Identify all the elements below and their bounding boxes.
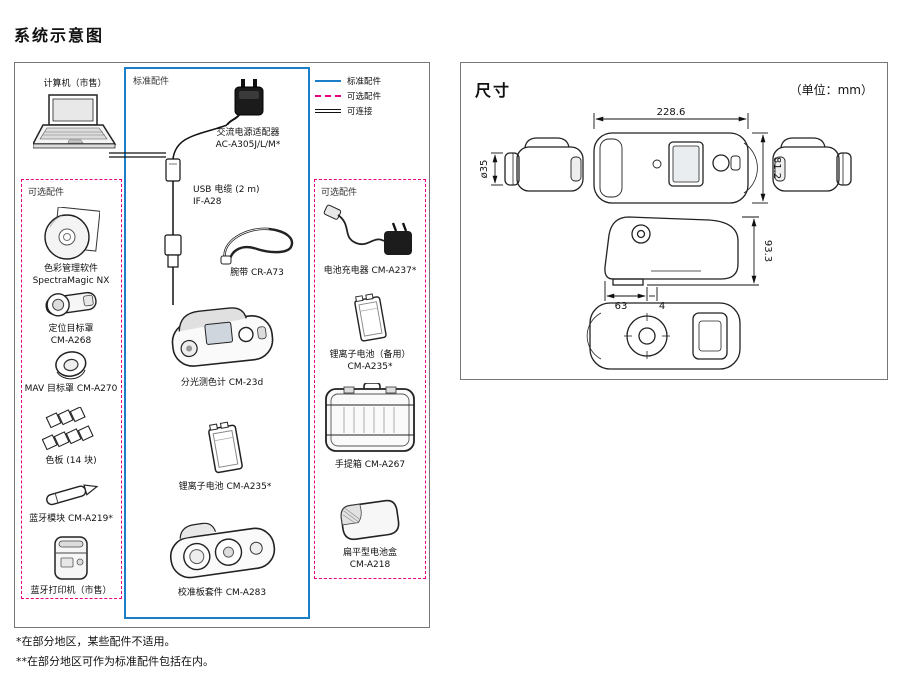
legend-standard-line-icon bbox=[315, 79, 341, 82]
dimensions-title: 尺寸 bbox=[475, 81, 512, 100]
system-diagram-panel: 标准配件 可选配件 可选配件 标准配件 可选配件 可连接 计算机（市售） bbox=[14, 62, 430, 628]
laptop-icon bbox=[33, 93, 117, 149]
item-case: 手提箱 CM-A267 bbox=[316, 383, 424, 472]
item-instrument: 分光测色计 CM-23d bbox=[160, 297, 284, 390]
spectrophotometer-icon bbox=[171, 307, 274, 367]
usb-cable-label: USB 电缆 (2 m) IF-A28 bbox=[193, 185, 260, 207]
standard-box-label: 标准配件 bbox=[133, 77, 170, 87]
dim-height-label: 81.2 bbox=[771, 157, 782, 179]
optional-accessories-box-left: 可选配件 bbox=[21, 179, 122, 599]
optional-box-left-label: 可选配件 bbox=[28, 188, 65, 198]
battery-charger-icon bbox=[323, 204, 412, 255]
dim-diameter-label: ø35 bbox=[479, 160, 490, 179]
printer-icon bbox=[54, 536, 88, 580]
standard-accessories-box: 标准配件 bbox=[124, 67, 310, 619]
top-view-drawing bbox=[593, 132, 758, 204]
legend-standard-label: 标准配件 bbox=[347, 76, 382, 87]
battery-label: 锂离子电池 CM-A235* bbox=[178, 482, 272, 492]
bluetooth-module-label: 蓝牙模块 CM-A219* bbox=[29, 514, 113, 524]
strap-label: 腕带 CR-A73 bbox=[230, 268, 284, 278]
dimension-drawings: 228.6 81.2 ø35 93.3 63 4 bbox=[479, 107, 852, 370]
left-side-view-drawing bbox=[504, 137, 584, 192]
page-title: 系统示意图 bbox=[14, 26, 105, 45]
carrying-case-icon bbox=[325, 383, 415, 452]
item-computer: 计算机（市售） bbox=[27, 79, 123, 154]
footnote-2: **在部分地区可作为标准配件包括在内。 bbox=[16, 655, 214, 668]
dim-width-label: 228.6 bbox=[657, 107, 686, 118]
legend-optional-line-icon bbox=[315, 94, 341, 97]
item-spare-battery: 锂离子电池（备用） CM-A235* bbox=[316, 291, 424, 373]
software-label: 色彩管理软件 SpectraMagic NX bbox=[32, 264, 110, 286]
optional-box-right-label: 可选配件 bbox=[321, 188, 358, 198]
printer-label: 蓝牙打印机（市售） bbox=[30, 586, 112, 596]
wrist-strap-icon bbox=[220, 227, 294, 265]
dimensions-panel: 尺寸 （单位：mm） bbox=[460, 62, 888, 380]
computer-label: 计算机（市售） bbox=[43, 79, 107, 89]
target-mask-label: 定位目标罩 CM-A268 bbox=[48, 324, 94, 346]
calibration-label: 校准板套件 CM-A283 bbox=[177, 588, 267, 598]
profile-view-drawing bbox=[604, 216, 739, 286]
charger-label: 电池充电器 CM-A237* bbox=[323, 266, 417, 276]
item-battery: 锂离子电池 CM-A235* bbox=[165, 419, 285, 494]
item-strap: 腕带 CR-A73 bbox=[207, 223, 307, 280]
legend-connectable-label: 可连接 bbox=[347, 106, 373, 117]
item-calibration: 校准板套件 CM-A283 bbox=[157, 513, 287, 600]
right-side-view-drawing bbox=[772, 137, 852, 192]
legend: 标准配件 可选配件 可连接 bbox=[315, 73, 429, 118]
dim-depth-label: 93.3 bbox=[762, 240, 773, 262]
case-label: 手提箱 CM-A267 bbox=[334, 460, 406, 470]
instrument-label: 分光测色计 CM-23d bbox=[180, 378, 264, 388]
color-plates-icon bbox=[42, 407, 94, 451]
item-flat-battery-case: 扁平型电池盒 CM-A218 bbox=[316, 495, 424, 571]
calibration-set-icon bbox=[169, 522, 276, 579]
dim-offset-label: 4 bbox=[659, 301, 665, 312]
item-target-mask: 定位目标罩 CM-A268 bbox=[21, 285, 121, 347]
dimension-lines bbox=[491, 113, 768, 301]
mav-mask-label: MAV 目标罩 CM-A270 bbox=[24, 384, 118, 394]
bottom-view-drawing bbox=[586, 302, 741, 370]
item-bluetooth-module: 蓝牙模块 CM-A219* bbox=[21, 477, 121, 526]
legend-row-connectable: 可连接 bbox=[315, 103, 429, 118]
optional-accessories-box-right: 可选配件 bbox=[314, 179, 426, 579]
color-plates-label: 色板 (14 块) bbox=[45, 456, 97, 466]
flat-battery-case-icon bbox=[340, 499, 400, 541]
item-printer: 蓝牙打印机（市售） bbox=[21, 533, 121, 598]
mav-mask-icon bbox=[55, 351, 87, 380]
footnote-1: *在部分地区，某些配件不适用。 bbox=[16, 635, 176, 648]
cd-icon bbox=[44, 207, 100, 260]
item-charger: 电池充电器 CM-A237* bbox=[316, 201, 424, 278]
bluetooth-module-icon bbox=[46, 484, 99, 506]
battery-icon bbox=[208, 421, 243, 474]
flat-battery-case-label: 扁平型电池盒 CM-A218 bbox=[342, 548, 397, 570]
item-mav-mask: MAV 目标罩 CM-A270 bbox=[21, 349, 121, 396]
ac-adapter-icon bbox=[226, 79, 264, 125]
dimension-labels: 228.6 81.2 ø35 93.3 63 4 bbox=[479, 107, 782, 312]
target-mask-icon bbox=[45, 291, 97, 317]
dim-base-length-label: 63 bbox=[615, 301, 628, 312]
legend-row-optional: 可选配件 bbox=[315, 88, 429, 103]
spare-battery-label: 锂离子电池（备用） CM-A235* bbox=[329, 350, 411, 372]
ac-adapter-label: 交流电源适配器 AC-A305J/L/M* bbox=[215, 128, 281, 150]
item-software: 色彩管理软件 SpectraMagic NX bbox=[21, 207, 121, 287]
spare-battery-icon bbox=[354, 293, 387, 342]
legend-row-standard: 标准配件 bbox=[315, 73, 429, 88]
legend-optional-label: 可选配件 bbox=[347, 91, 382, 102]
item-ac-adapter: 交流电源适配器 AC-A305J/L/M* bbox=[178, 79, 318, 151]
item-color-plates: 色板 (14 块) bbox=[21, 407, 121, 468]
legend-connectable-line-icon bbox=[315, 108, 341, 113]
dimensions-unit-label: （单位：mm） bbox=[789, 83, 873, 97]
